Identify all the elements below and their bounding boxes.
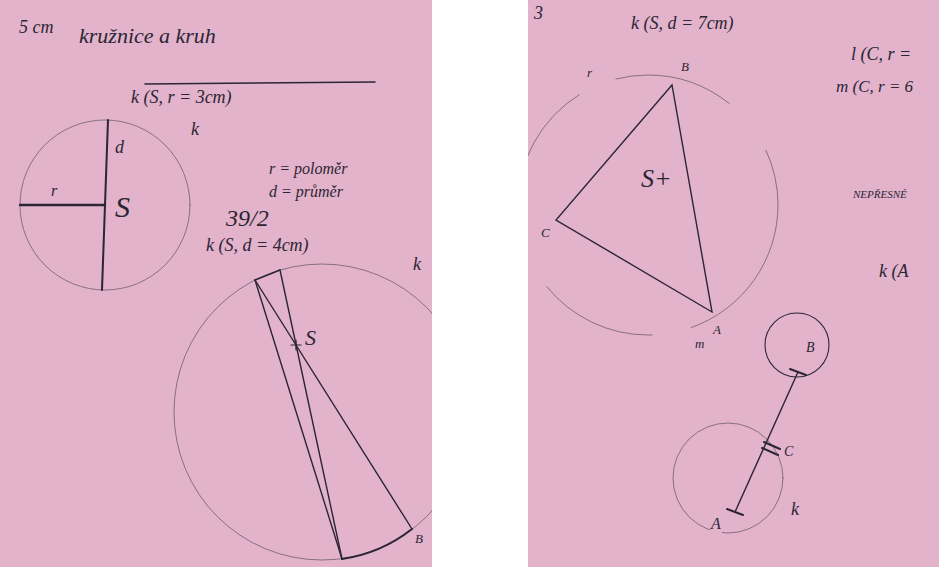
- center-mark: [295, 340, 296, 350]
- circle-notation: l (C, r =: [850, 45, 912, 65]
- exercise-number: 3: [533, 4, 544, 24]
- radius-label: r: [50, 182, 58, 200]
- tick: [762, 448, 778, 455]
- circle-name: k: [790, 500, 800, 520]
- note-text: NEPŘESNÉ: [852, 188, 908, 200]
- circle-notation: m (C, r = 6: [835, 78, 914, 97]
- chord: [255, 280, 342, 559]
- chord: [255, 270, 280, 280]
- triangle: [556, 85, 712, 312]
- center-label: S: [114, 190, 131, 223]
- exercise-number: 39/2: [225, 205, 270, 231]
- circle-name: k: [412, 255, 422, 275]
- circle-notation: k (A: [878, 262, 909, 282]
- circle-notation: k (S, d = 4cm): [205, 236, 310, 256]
- segment: [735, 372, 798, 512]
- diameter-label: d: [114, 138, 125, 158]
- circle-k2: [174, 264, 432, 560]
- point-label: A: [710, 515, 722, 533]
- point-label: C: [540, 226, 551, 240]
- radius-line: [20, 204, 105, 206]
- circle-notation: k (S, d = 7cm): [630, 14, 735, 34]
- title-underline: [145, 82, 375, 84]
- heading-text: kružnice a kruh: [78, 24, 217, 48]
- circle-small: [765, 313, 829, 377]
- circle-notation: k (S, r = 3cm): [130, 88, 233, 108]
- diameter-line: [255, 280, 412, 529]
- circle-k3: [528, 75, 778, 335]
- definition-text: d = průměr: [268, 183, 344, 201]
- arc-label: m: [694, 337, 705, 351]
- point-label: B: [414, 532, 424, 546]
- note-text: 5 cm: [18, 18, 55, 38]
- point-label: C: [783, 444, 794, 459]
- circle-k: [20, 120, 190, 290]
- right-page: [528, 0, 939, 567]
- tick: [790, 369, 806, 375]
- definition-text: r = poloměr: [268, 160, 348, 178]
- tick: [727, 509, 743, 515]
- left-page: [0, 0, 432, 567]
- tick: [764, 442, 780, 449]
- center-label: S: [304, 326, 317, 350]
- point-label: A: [712, 323, 722, 337]
- point-label: B: [680, 60, 690, 74]
- circle-name: k: [190, 120, 200, 140]
- center-label: S+: [640, 165, 673, 194]
- point-label: B: [805, 340, 816, 355]
- arc: [342, 529, 412, 559]
- radius-label: r: [586, 66, 593, 80]
- diameter-line: [280, 270, 342, 559]
- circle-k4: [673, 423, 783, 533]
